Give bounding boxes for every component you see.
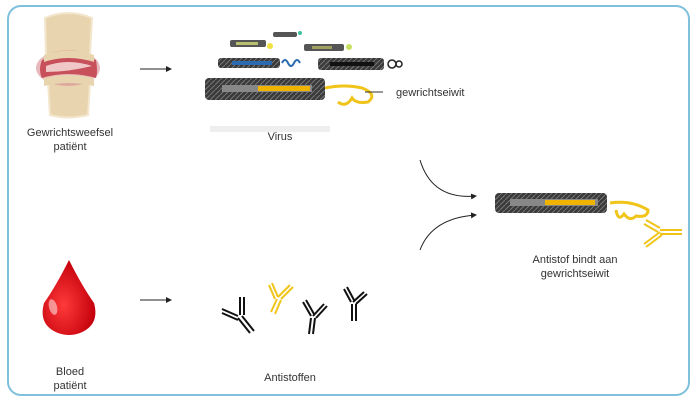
virus-phage-icon bbox=[205, 31, 403, 106]
joint-tissue-label-line1: Gewrichtsweefsel bbox=[26, 127, 114, 139]
virus-label: Virus bbox=[267, 131, 293, 143]
antibody-icon bbox=[221, 297, 255, 334]
blood-drop-icon bbox=[42, 260, 96, 335]
antibodies-label: Antistoffen bbox=[264, 372, 316, 384]
protein-callout-label: gewrichtseiwit bbox=[396, 87, 465, 99]
antibody-icon bbox=[343, 286, 368, 321]
result-label-line1: Antistof bindt aan bbox=[532, 254, 618, 266]
result-label-line2: gewrichtseiwit bbox=[540, 268, 610, 280]
blood-label-line2: patiënt bbox=[53, 380, 87, 392]
bound-virus-icon bbox=[495, 193, 682, 248]
diagram-frame bbox=[7, 5, 690, 396]
curved-arrow-icon bbox=[419, 212, 477, 251]
joint-tissue-label: Gewrichtsweefsel patiënt bbox=[20, 126, 120, 154]
blood-label-line1: Bloed bbox=[55, 366, 85, 378]
joint-tissue-label-line2: patiënt bbox=[53, 141, 87, 153]
result-label: Antistof bindt aan gewrichtseiwit bbox=[505, 253, 645, 281]
curved-arrow-icon bbox=[419, 159, 477, 200]
blood-label: Bloed patiënt bbox=[35, 365, 105, 393]
knee-joint-icon bbox=[36, 12, 100, 119]
virus-shadow bbox=[210, 126, 330, 132]
antibody-icon bbox=[268, 282, 294, 315]
antibody-icon bbox=[302, 299, 328, 335]
